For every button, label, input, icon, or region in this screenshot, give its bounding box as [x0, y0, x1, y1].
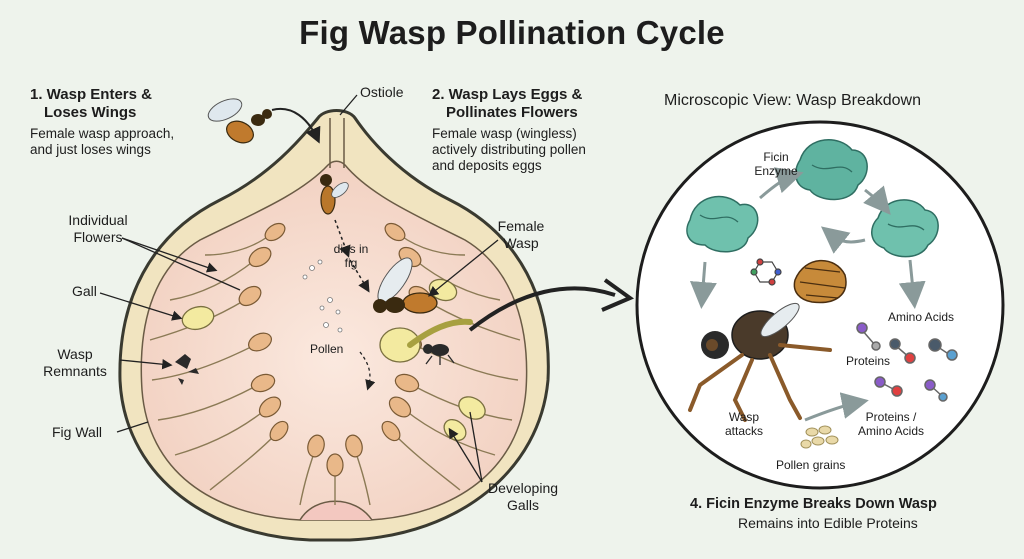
label-gall: Gall: [72, 283, 97, 299]
label-dies-in-fig: dies in fig: [333, 242, 369, 271]
crawling-wasp-icon: [423, 344, 455, 365]
label-individual-flowers: Individual Flowers: [68, 212, 128, 245]
label-pollen: Pollen: [310, 342, 344, 356]
step4-heading: 4. Ficin Enzyme Breaks Down Wasp: [690, 496, 937, 512]
entering-wasp-icon: [320, 174, 349, 215]
protein-molecules-icon: [856, 322, 958, 402]
flower-heads: [238, 222, 432, 477]
label-female-wasp: Female Wasp: [497, 218, 545, 251]
step4-description: Remains into Edible Proteins: [738, 515, 918, 531]
pollen-dots: [302, 259, 343, 333]
galls: [181, 278, 486, 441]
microscopic-heading: Microscopic View: Wasp Breakdown: [664, 92, 921, 109]
label-proteins-amino-acids: Proteins / Amino Acids: [857, 410, 925, 439]
label-developing-galls: Developing Galls: [487, 480, 559, 513]
individual-flowers: [149, 234, 521, 506]
step1-heading: 1. Wasp Enters & Loses Wings: [30, 86, 152, 121]
label-ficin-enzyme: Ficin Enzyme: [754, 150, 798, 179]
step1-description: Female wasp approach, and just loses win…: [30, 126, 175, 157]
wasp-remnants-icon: [175, 354, 199, 385]
label-pollen-grains: Pollen grains: [776, 458, 846, 472]
broken-wasp-icon: [688, 259, 847, 422]
ficin-enzyme-icon: [686, 195, 759, 253]
label-proteins: Proteins: [846, 354, 891, 368]
label-wasp-attacks: Wasp attacks: [724, 410, 763, 439]
label-amino-acids: Amino Acids: [888, 310, 955, 324]
ostiole-channel: [329, 118, 345, 168]
label-fig-wall: Fig Wall: [52, 424, 103, 440]
page-title: Fig Wasp Pollination Cycle: [299, 14, 725, 51]
pollen-grains-icon: [800, 425, 839, 449]
label-ostiole: Ostiole: [360, 84, 404, 100]
flying-wasp-icon: [207, 98, 272, 144]
step2-heading: 2. Wasp Lays Eggs & Pollinates Flowers: [432, 86, 583, 121]
label-wasp-remnants: Wasp Remnants: [43, 346, 107, 379]
transition-arrow: [468, 286, 616, 332]
molecule-icon: [750, 258, 782, 286]
step2-description: Female wasp (wingless) actively distribu…: [432, 126, 586, 173]
female-wasp-icon: [373, 257, 438, 314]
